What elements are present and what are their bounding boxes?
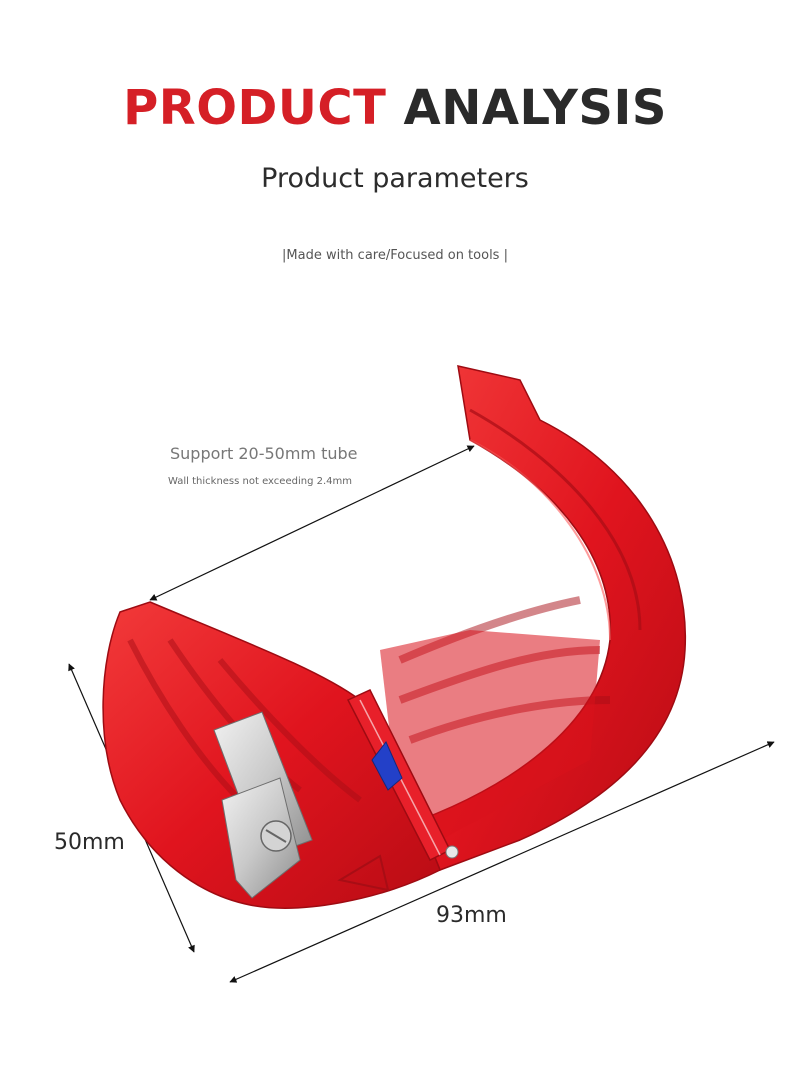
wall-thickness-label: Wall thickness not exceeding 2.4mm [168, 476, 352, 487]
width-arrow-line [229, 741, 775, 983]
title-main-word: ANALYSIS [403, 80, 667, 136]
page-subtitle: Product parameters [261, 163, 529, 194]
page-title: PRODUCT ANALYSIS [0, 80, 790, 136]
tagline: |Made with care/Focused on tools | [282, 248, 508, 263]
height-dimension-label: 50mm [54, 830, 125, 855]
width-dimension-label: 93mm [436, 903, 507, 928]
release-button [371, 741, 403, 791]
support-arrow-line [149, 445, 475, 601]
title-accent-word: PRODUCT [123, 80, 387, 136]
support-range-label: Support 20-50mm tube [170, 444, 358, 463]
blade-assembly [213, 711, 313, 899]
